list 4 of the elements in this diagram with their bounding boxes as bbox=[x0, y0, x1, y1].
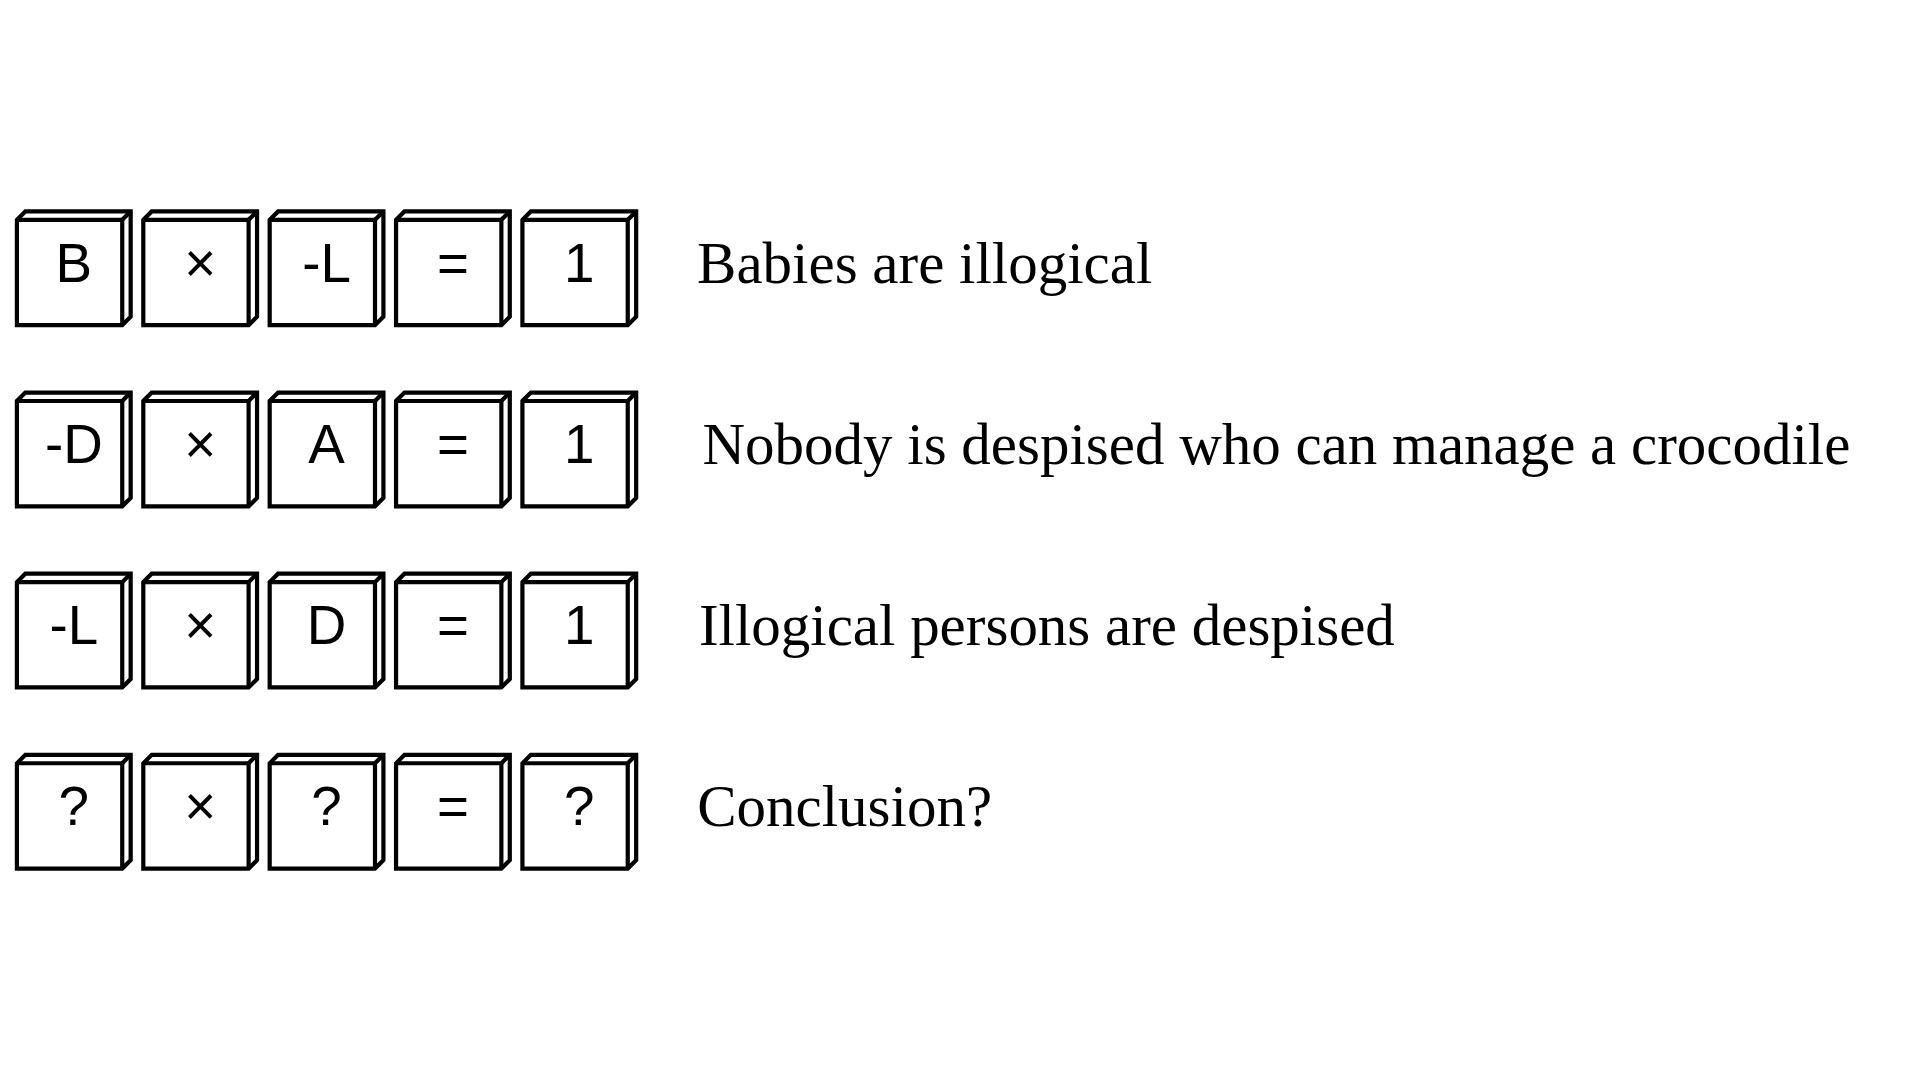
label: Babies are illogical bbox=[697, 229, 1153, 296]
label: Conclusion? bbox=[697, 773, 993, 840]
label: Illogical persons are despised bbox=[698, 592, 1395, 659]
label: Nobody is despised who can manage a crocodile bbox=[702, 410, 1851, 477]
